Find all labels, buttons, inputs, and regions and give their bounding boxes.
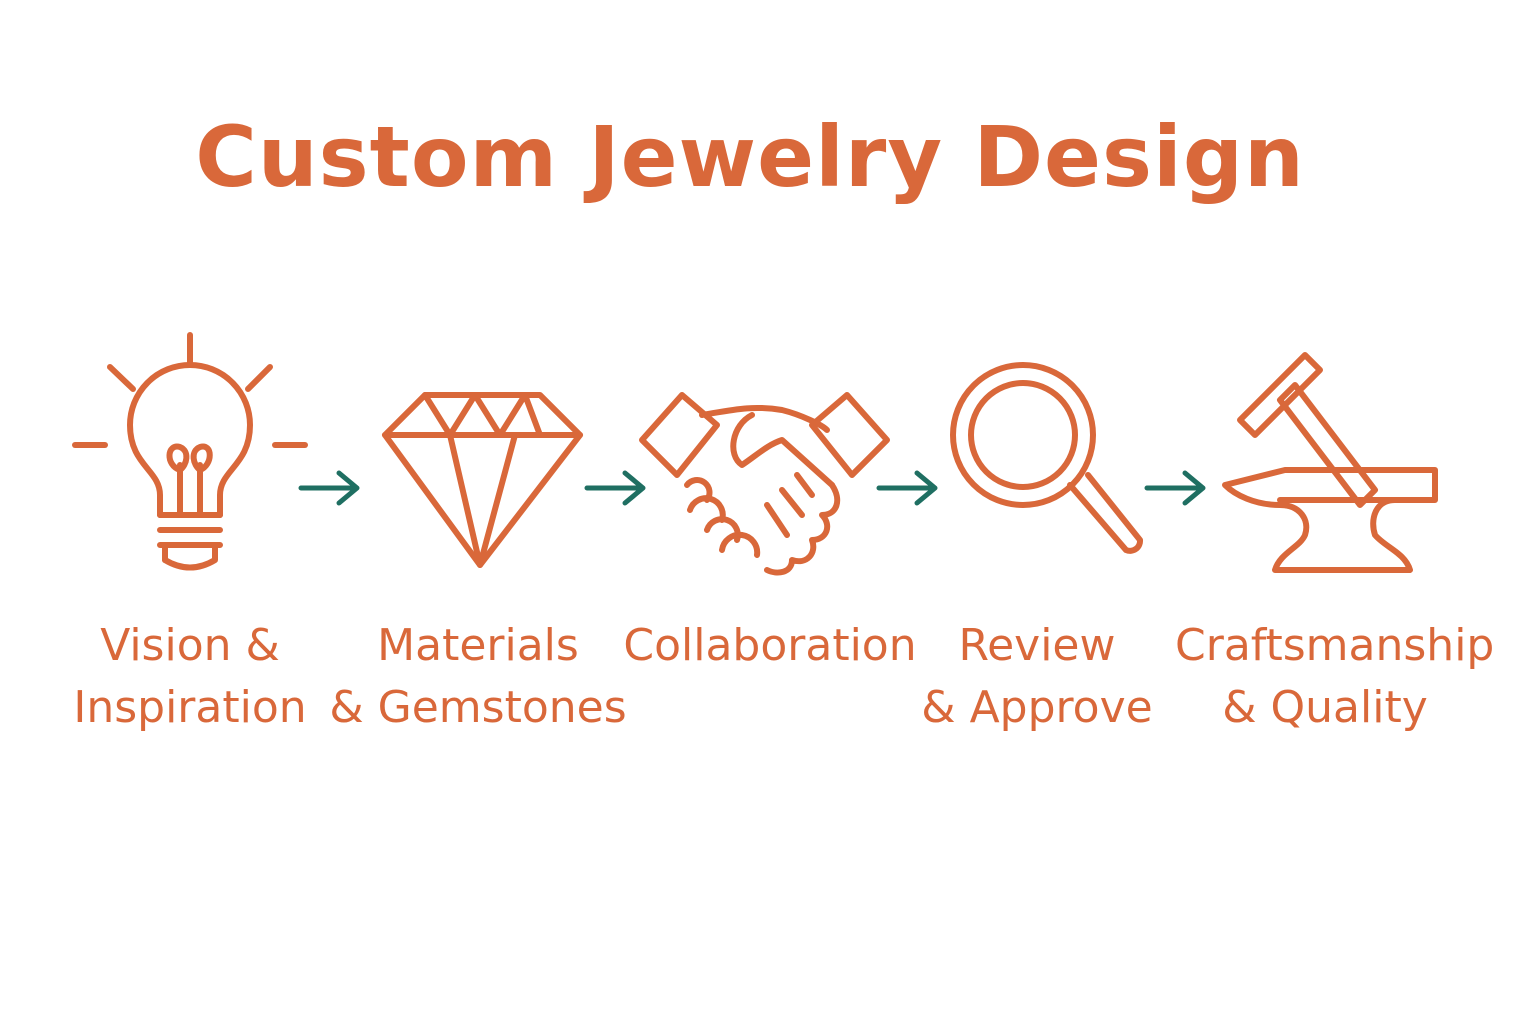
step-label-line: & Gemstones (329, 682, 627, 733)
arrow-right-icon (875, 468, 941, 508)
handshake-icon (632, 325, 902, 595)
page-title: Custom Jewelry Design (195, 108, 1305, 206)
step-label: Vision & Inspiration (40, 615, 340, 739)
step-label: Collaboration (620, 615, 920, 677)
magnifying-glass-icon (928, 325, 1198, 595)
step-label-line: Review (958, 620, 1116, 671)
step-label: Craftsmanship & Quality (1175, 615, 1495, 739)
step-label-line: & Quality (1222, 682, 1428, 733)
diamond-icon (345, 325, 615, 595)
arrow-right-icon (583, 468, 649, 508)
hammer-anvil-icon (1195, 325, 1465, 595)
step-label-line: & Approve (921, 682, 1153, 733)
step-label-line: Vision & (100, 620, 280, 671)
arrow-right-icon (1143, 468, 1209, 508)
step-label: Review & Approve (887, 615, 1187, 739)
step-label: Materials & Gemstones (328, 615, 628, 739)
step-label-line: Collaboration (623, 620, 917, 671)
step-label-line: Materials (377, 620, 579, 671)
step-label-line: Craftsmanship (1175, 620, 1495, 671)
arrow-right-icon (297, 468, 363, 508)
step-label-line: Inspiration (73, 682, 307, 733)
lightbulb-icon (55, 325, 325, 595)
